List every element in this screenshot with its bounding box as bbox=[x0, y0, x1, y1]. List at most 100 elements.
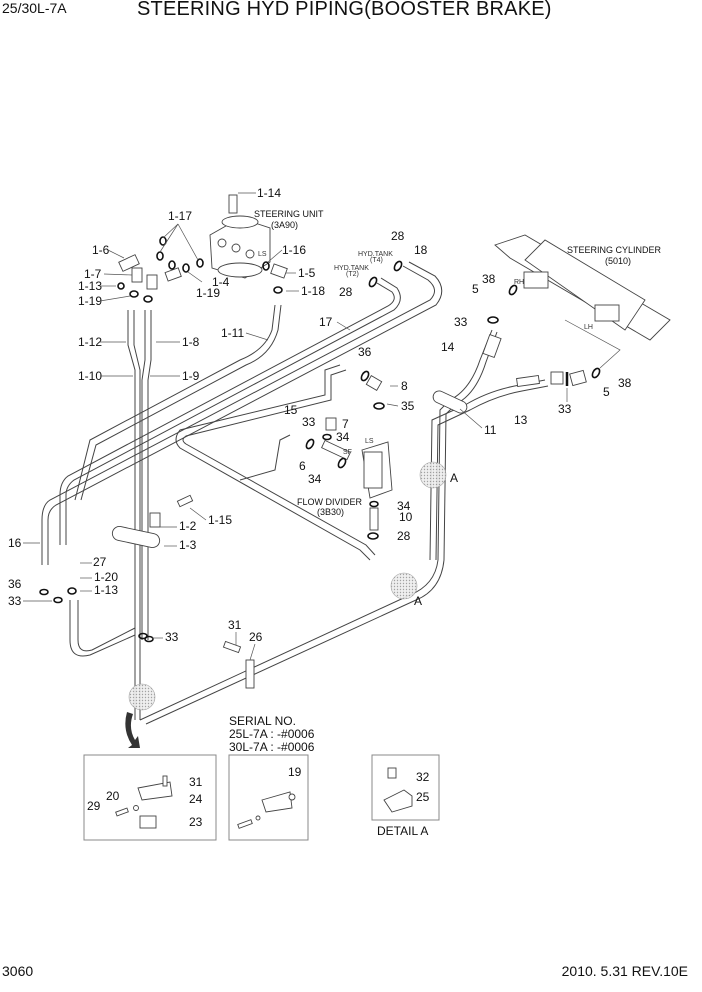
page-title: STEERING HYD PIPING(BOOSTER BRAKE) bbox=[137, 0, 552, 20]
callout-labels: 1-14 1-17 1-6 1-16 1-7 1-4 1-5 1-13 1-19… bbox=[8, 186, 632, 644]
steering-cylinder bbox=[494, 234, 671, 369]
callout: 1-12 bbox=[78, 335, 102, 349]
callout: 36 bbox=[358, 345, 372, 359]
steering-unit-name: STEERING UNIT bbox=[254, 209, 324, 219]
callout: 31 bbox=[189, 775, 203, 789]
callout: 28 bbox=[391, 229, 405, 243]
callout: 31 bbox=[228, 618, 242, 632]
detail-a-label-lower: A bbox=[414, 594, 422, 608]
callout: 5 bbox=[472, 282, 479, 296]
callout: 33 bbox=[454, 315, 468, 329]
callout: 1-5 bbox=[298, 266, 316, 280]
hydraulic-lines bbox=[41, 261, 549, 725]
callout: 34 bbox=[397, 499, 411, 513]
callout: 19 bbox=[288, 765, 302, 779]
callout: 1-14 bbox=[257, 186, 281, 200]
bracket-detail-parts bbox=[115, 775, 173, 829]
callout: 33 bbox=[302, 415, 316, 429]
flow-divider-sf-port: SF bbox=[343, 449, 352, 456]
callout: 16 bbox=[8, 536, 22, 550]
serial-note-title: SERIAL NO. bbox=[229, 714, 296, 728]
serial-detail-box bbox=[228, 754, 309, 841]
steering-unit-fittings bbox=[117, 236, 288, 303]
callout: 34 bbox=[336, 430, 350, 444]
serial-note-line: 25L-7A : -#0006 bbox=[229, 727, 315, 741]
detail-a-box bbox=[371, 754, 440, 821]
detail-arrow-icon bbox=[125, 712, 140, 748]
callout: 1-9 bbox=[182, 369, 200, 383]
callout: 6 bbox=[299, 459, 306, 473]
hyd-tank-t2-name: HYD.TANK bbox=[334, 265, 369, 272]
page-number: 3060 bbox=[2, 963, 34, 979]
bracket-detail-box bbox=[83, 754, 217, 841]
callout: 1-11 bbox=[221, 326, 244, 340]
hyd-tank-t2-code: (T2) bbox=[346, 271, 359, 278]
detail-marker-bracket bbox=[128, 683, 156, 711]
callout: 28 bbox=[339, 285, 353, 299]
callout: 27 bbox=[93, 555, 107, 569]
callout: 1-2 bbox=[179, 519, 197, 533]
pipe-clamps bbox=[111, 333, 587, 689]
callout: 25 bbox=[416, 790, 430, 804]
callout: 1-20 bbox=[94, 570, 118, 584]
flow-divider-code: (3B30) bbox=[317, 507, 344, 517]
callout: 29 bbox=[87, 799, 101, 813]
hyd-tank-t4-code: (T4) bbox=[370, 257, 383, 264]
callout: 38 bbox=[482, 272, 496, 286]
callout: 33 bbox=[558, 402, 572, 416]
callout: 38 bbox=[618, 376, 632, 390]
steering-unit bbox=[209, 194, 271, 279]
callout: 34 bbox=[308, 472, 322, 486]
detail-a-caption: DETAIL A bbox=[377, 824, 428, 838]
o-rings bbox=[39, 260, 601, 643]
callout: 1-7 bbox=[84, 267, 102, 281]
callout: 17 bbox=[319, 315, 333, 329]
callout: 1-4 bbox=[212, 275, 230, 289]
callout: 24 bbox=[189, 792, 203, 806]
callout: 18 bbox=[414, 243, 428, 257]
leader-lines bbox=[23, 192, 568, 661]
callout: 1-15 bbox=[208, 513, 232, 527]
callout: 1-10 bbox=[78, 369, 102, 383]
steering-unit-code: (3A90) bbox=[271, 220, 298, 230]
steering-cylinder-code: (5010) bbox=[605, 256, 631, 266]
callout: 1-6 bbox=[92, 243, 110, 257]
callout: 23 bbox=[189, 815, 203, 829]
callout: 26 bbox=[249, 630, 263, 644]
callout: 1-16 bbox=[282, 243, 306, 257]
callout: 11 bbox=[484, 423, 497, 437]
callout: 5 bbox=[603, 385, 610, 399]
detail-a-label-upper: A bbox=[450, 471, 458, 485]
callout: 28 bbox=[397, 529, 411, 543]
callout: 10 bbox=[399, 510, 413, 524]
serial-note-line: 30L-7A : -#0006 bbox=[229, 740, 315, 754]
callout: 14 bbox=[441, 340, 455, 354]
steering-unit-ls-port: LS bbox=[258, 251, 267, 258]
bolt-1-15 bbox=[176, 494, 194, 508]
callout: 7 bbox=[342, 417, 349, 431]
detail-a-marker-lower bbox=[390, 572, 418, 600]
bolt-31 bbox=[222, 640, 242, 654]
callout: 1-13 bbox=[94, 583, 118, 597]
hyd-tank-t4-name: HYD.TANK bbox=[358, 251, 393, 258]
steering-cylinder-rh-port: RH bbox=[514, 279, 524, 286]
steering-cylinder-lh-port: LH bbox=[584, 324, 593, 331]
callout: 1-3 bbox=[179, 538, 197, 552]
callout: 1-8 bbox=[182, 335, 200, 349]
revision-date: 2010. 5.31 REV.10E bbox=[561, 963, 688, 979]
callout: 15 bbox=[284, 403, 298, 417]
callout: 1-17 bbox=[168, 209, 192, 223]
flow-divider-ls-port: LS bbox=[365, 438, 374, 445]
callout: 1-19 bbox=[78, 294, 102, 308]
detail-a-marker-upper bbox=[419, 461, 447, 489]
callout: 8 bbox=[401, 379, 408, 393]
flow-divider-name: FLOW DIVIDER bbox=[297, 497, 363, 507]
model-code: 25/30L-7A bbox=[2, 0, 67, 16]
callout: 1-19 bbox=[196, 286, 220, 300]
steering-cylinder-name: STEERING CYLINDER bbox=[567, 245, 662, 255]
detail-a-parts bbox=[383, 767, 413, 813]
callout: 36 bbox=[8, 577, 22, 591]
callout: 33 bbox=[165, 630, 179, 644]
flow-divider bbox=[321, 375, 393, 531]
